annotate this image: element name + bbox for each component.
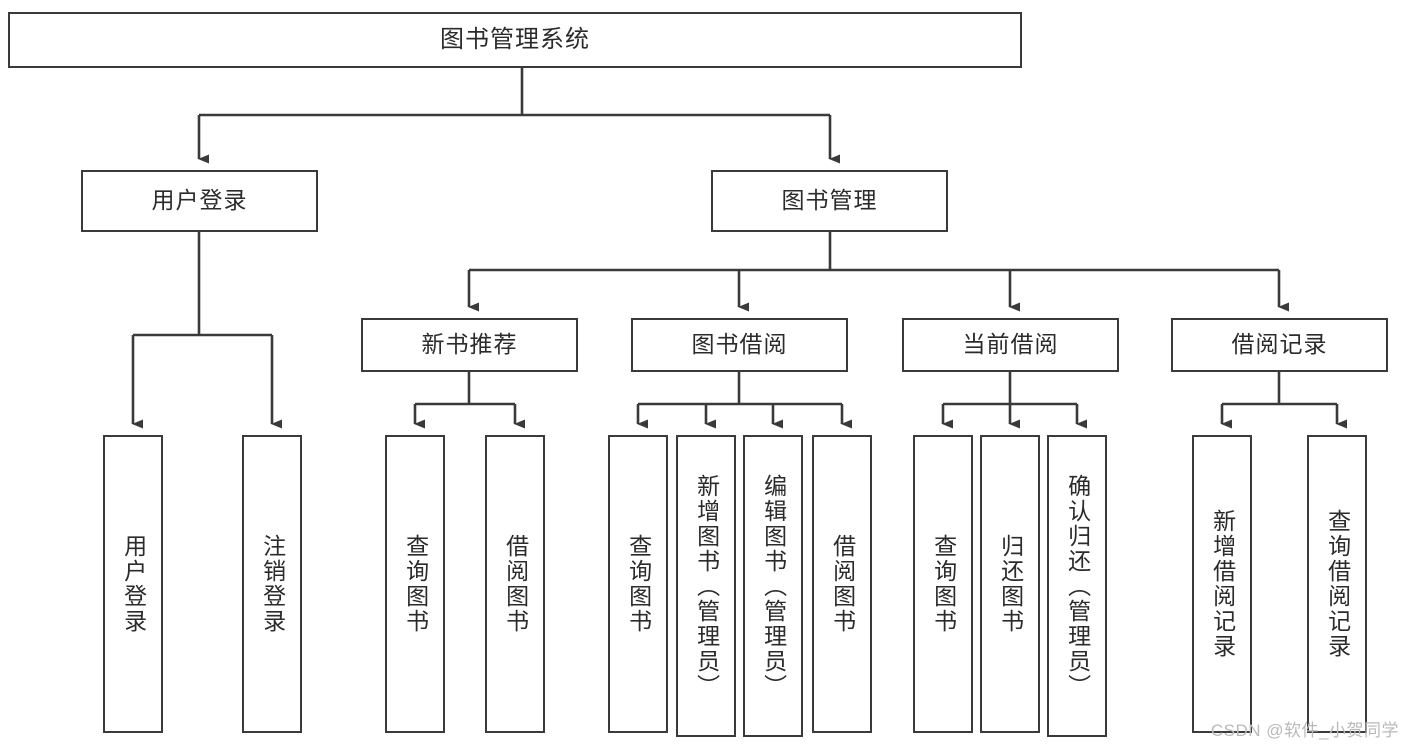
node-label: 图书借阅 — [691, 331, 788, 358]
node-label: 用户登录 — [120, 534, 147, 634]
node-label: 新增借阅记录 — [1209, 509, 1236, 659]
node-label: 注销登录 — [259, 534, 286, 634]
node-label: 新书推荐 — [421, 331, 518, 358]
node-borrow-record[interactable]: 借阅记录 — [1171, 318, 1388, 372]
leaf-confirm-return[interactable]: 确认归还（管理员） — [1047, 435, 1107, 737]
node-label: 查询图书 — [402, 534, 429, 634]
leaf-return-book[interactable]: 归还图书 — [980, 435, 1040, 733]
node-label: 归还图书 — [997, 534, 1024, 634]
leaf-borrow-book-1[interactable]: 借阅图书 — [485, 435, 545, 733]
leaf-add-record[interactable]: 新增借阅记录 — [1192, 435, 1252, 733]
node-label: 图书管理系统 — [440, 25, 590, 53]
leaf-logout[interactable]: 注销登录 — [242, 435, 302, 733]
node-label: 用户登录 — [151, 187, 248, 214]
leaf-add-book[interactable]: 新增图书（管理员） — [676, 435, 736, 737]
leaf-query-book-1[interactable]: 查询图书 — [385, 435, 445, 733]
node-book-borrow[interactable]: 图书借阅 — [631, 318, 848, 372]
node-label: 图书管理 — [781, 187, 878, 214]
node-book-manage[interactable]: 图书管理 — [711, 170, 948, 232]
node-user-login[interactable]: 用户登录 — [81, 170, 318, 232]
watermark: CSDN @软件_小贺同学 — [1210, 721, 1399, 740]
node-label: 借阅图书 — [502, 534, 529, 634]
node-label: 借阅记录 — [1231, 331, 1328, 358]
leaf-borrow-book-2[interactable]: 借阅图书 — [812, 435, 872, 733]
node-current-borrow[interactable]: 当前借阅 — [902, 318, 1119, 372]
node-label: 查询借阅记录 — [1324, 509, 1351, 659]
node-new-book-rec[interactable]: 新书推荐 — [361, 318, 578, 372]
node-label: 当前借阅 — [962, 331, 1059, 358]
node-label: 确认归还（管理员） — [1064, 473, 1091, 699]
leaf-query-book-2[interactable]: 查询图书 — [608, 435, 668, 733]
leaf-edit-book[interactable]: 编辑图书（管理员） — [743, 435, 803, 737]
leaf-user-login[interactable]: 用户登录 — [103, 435, 163, 733]
node-root-system[interactable]: 图书管理系统 — [8, 12, 1022, 68]
leaf-query-book-3[interactable]: 查询图书 — [913, 435, 973, 733]
node-label: 查询图书 — [625, 534, 652, 634]
node-label: 新增图书（管理员） — [693, 473, 720, 699]
node-label: 查询图书 — [930, 534, 957, 634]
leaf-query-record[interactable]: 查询借阅记录 — [1307, 435, 1367, 733]
node-label: 编辑图书（管理员） — [760, 473, 787, 699]
node-label: 借阅图书 — [829, 534, 856, 634]
